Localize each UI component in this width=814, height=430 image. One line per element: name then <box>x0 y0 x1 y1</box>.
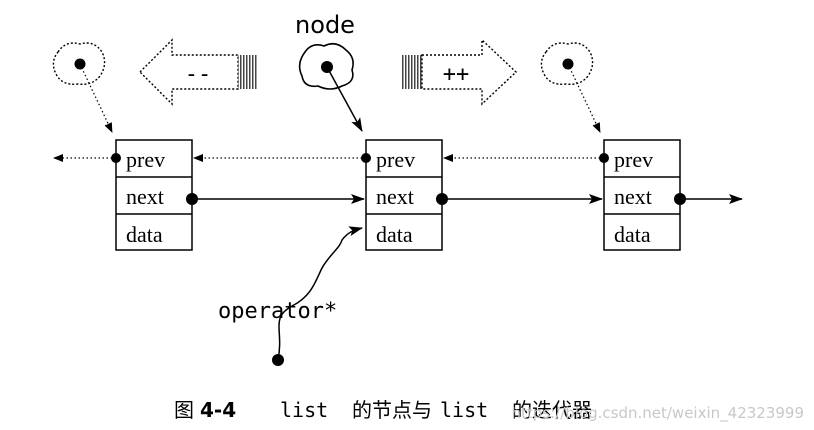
decrement-arrow: -- <box>139 38 258 106</box>
caption-prefix: 图 <box>174 398 194 422</box>
iterator-blob-right <box>540 42 601 133</box>
node-3-prev: prev <box>614 147 653 172</box>
decrement-label: -- <box>185 62 212 87</box>
caption-text-2: 的迭代器 <box>512 398 592 422</box>
node-2-data: data <box>376 222 413 247</box>
node-3-next: next <box>614 184 652 209</box>
deref-pointer <box>272 226 363 366</box>
node-2-next: next <box>376 184 414 209</box>
list-node-2: prev next data <box>361 139 448 251</box>
node-3-data: data <box>614 222 651 247</box>
iterator-blob-center <box>298 42 363 132</box>
caption-number: 4-4 <box>200 398 236 422</box>
caption-term-1: list <box>280 398 328 422</box>
node-label: node <box>295 11 355 39</box>
caption-text-1: 的节点与 <box>352 398 432 422</box>
node-2-prev: prev <box>376 147 415 172</box>
watermark: https://blog.csdn.net/weixin_42323999 <box>511 404 804 423</box>
increment-label: ++ <box>443 62 470 87</box>
list-node-1: prev next data <box>111 139 198 251</box>
node-1-prev: prev <box>126 147 165 172</box>
iterator-blob-left <box>52 42 113 133</box>
node-1-next: next <box>126 184 164 209</box>
increment-arrow: ++ <box>402 38 518 106</box>
deref-label: operator* <box>218 299 337 324</box>
node-1-data: data <box>126 222 163 247</box>
figure-caption: 图 4-4 list 的节点与 list 的迭代器 <box>174 398 592 422</box>
caption-term-2: list <box>440 398 488 422</box>
list-node-3: prev next data <box>599 139 686 251</box>
